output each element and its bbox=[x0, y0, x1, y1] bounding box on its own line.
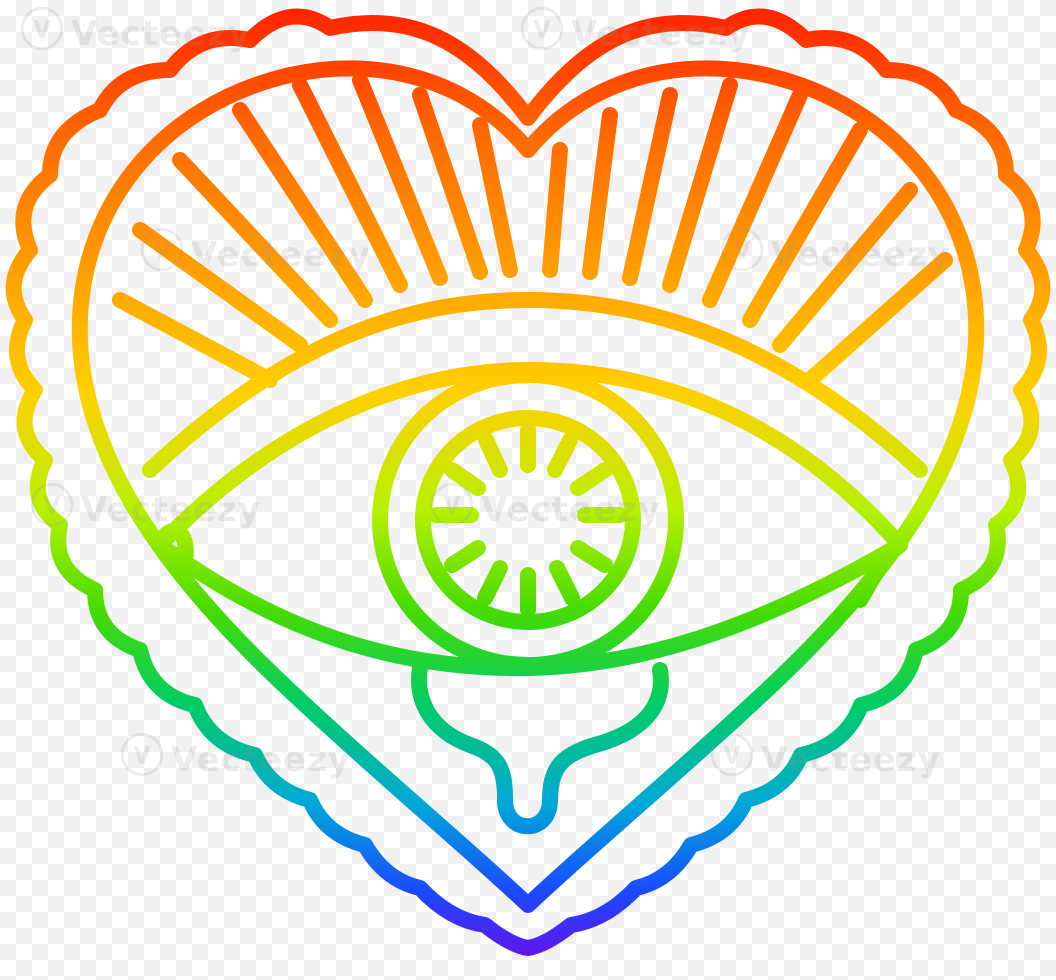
eye-corner-right bbox=[852, 537, 908, 608]
tear-drip bbox=[411, 660, 669, 835]
iris bbox=[372, 367, 684, 673]
eye-corner-left bbox=[152, 523, 194, 568]
sun-rays bbox=[112, 72, 953, 388]
iris-spokes bbox=[428, 422, 628, 618]
eyelid-crease bbox=[142, 292, 928, 478]
pupil-ring bbox=[415, 410, 641, 630]
inner-heart-outline bbox=[71, 60, 985, 913]
scalloped-heart-outline bbox=[5, 8, 1051, 956]
